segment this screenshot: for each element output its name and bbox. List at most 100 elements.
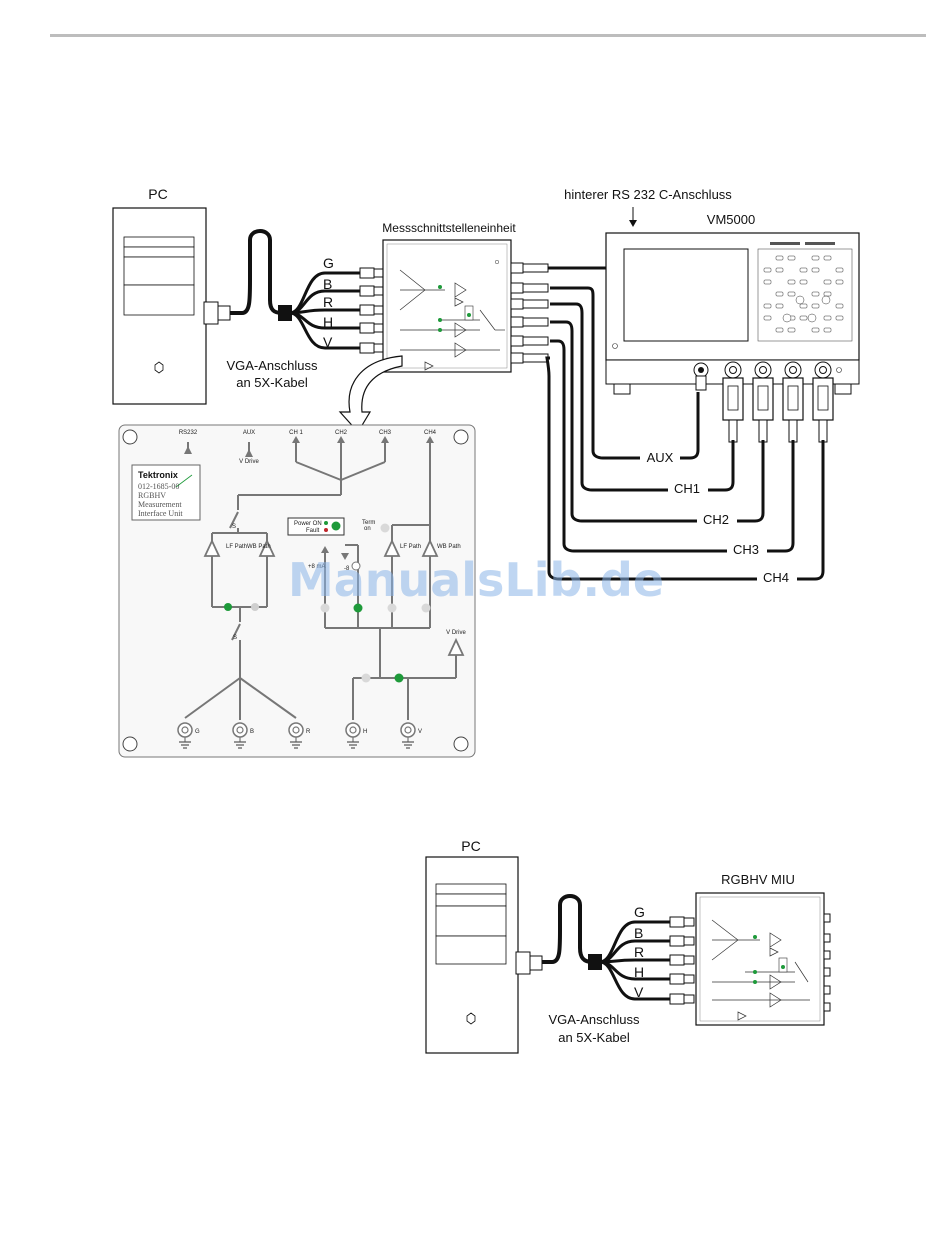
bnc-center (292, 726, 300, 734)
fan-wire (289, 311, 360, 350)
power-button-icon-bottom (466, 1012, 476, 1025)
miu-label-bottom: RGBHV MIU (721, 872, 795, 887)
plug-icon (669, 935, 685, 947)
detail-arrow-icons (184, 436, 434, 560)
vga-cable (230, 229, 283, 315)
miu-output-connectors (510, 262, 549, 364)
signal-label-g-bottom: G (634, 904, 645, 920)
cable-splitter-bottom (588, 954, 602, 970)
scope-button-icon (775, 267, 784, 273)
detail-bottom-label-b: B (250, 729, 254, 735)
channel-label-ch1: CH1 (674, 481, 700, 496)
bnc-center (404, 726, 412, 734)
signal-label-g: G (323, 255, 334, 271)
bnc-center (181, 726, 189, 734)
output-plug-body (522, 353, 549, 363)
signal-label-r-bottom: R (634, 944, 644, 960)
scope-button-icon (763, 303, 772, 309)
detail-label-ch3: CH3 (379, 430, 392, 436)
wb-path-label-2: WB Path (437, 544, 461, 550)
output-jack-icon (823, 950, 831, 960)
scope-button-icon (823, 255, 832, 261)
plug-icon (359, 304, 375, 316)
detail-bottom-label-v: V (418, 729, 422, 735)
output-plug-body (522, 263, 549, 273)
output-plug-icon (510, 298, 524, 310)
scope-button-icon (775, 327, 784, 333)
bnc-center (236, 726, 244, 734)
scope-button-icon (799, 303, 808, 309)
output-plug-body (522, 283, 549, 293)
scope-button-icon (835, 279, 844, 285)
signal-label-b: B (323, 276, 332, 292)
scope-button-icon (787, 255, 796, 261)
scope-button-icon (763, 279, 772, 285)
scope-button-icon (787, 327, 796, 333)
rgbhv-miu-bottom (695, 892, 825, 1026)
signal-label-h-bottom: H (634, 964, 644, 980)
probe-window (757, 385, 769, 411)
signal-label-h: H (323, 314, 333, 330)
detail-label-ch2: CH2 (335, 430, 348, 436)
fan-wire (599, 960, 670, 1001)
miu-label: Messschnittstelleneinheit (382, 221, 516, 235)
channel-label-ch4: CH4 (763, 570, 789, 585)
plus-8ma-label: +8 mA (308, 564, 326, 570)
scope-button-icon (799, 315, 808, 321)
plug-tip (683, 974, 695, 984)
lf-path-label-2: LF Path (400, 544, 421, 550)
vga-label-line1-bottom: VGA-Anschluss (548, 1012, 640, 1027)
wb-path-label-1: WB Path (247, 544, 271, 550)
detail-bnc-connectors (177, 722, 416, 749)
fan-wire (599, 958, 670, 964)
scope-button-icon (775, 255, 784, 261)
pc-label: PC (148, 186, 167, 202)
plug-tip (683, 994, 695, 1004)
detail-vdrive-top: V Drive (239, 459, 259, 465)
detail-label-aux: AUX (243, 430, 255, 436)
detail-bottom-label-h: H (363, 729, 367, 735)
channel-label-ch2: CH2 (703, 512, 729, 527)
detail-label-ch4: CH4 (424, 430, 437, 436)
detail-bottom-label-g: G (195, 729, 200, 735)
fault-label: Fault (306, 528, 320, 534)
plug-icon (669, 973, 685, 985)
desc-line1-label: Measurement (138, 500, 182, 509)
probe-window (817, 385, 829, 411)
probe-strain-relief (818, 419, 828, 443)
bnc-center (349, 726, 357, 734)
switch-label-2: S (233, 635, 237, 641)
detail-label-ch1: CH 1 (289, 430, 303, 436)
cable-splitter (278, 305, 292, 321)
scope-button-icon (811, 303, 820, 309)
output-plug-icon (510, 282, 524, 294)
part-number-label: 012-1685-00 (138, 482, 179, 491)
plug-tip (683, 936, 695, 946)
measurement-interface-unit-top (382, 239, 512, 373)
oscilloscope-vm5000 (605, 232, 860, 395)
output-plug-body (522, 336, 549, 346)
scope-button-icon (835, 267, 844, 273)
probe-window (727, 385, 739, 411)
plug-tip (683, 955, 695, 965)
term-label: Term (362, 520, 375, 526)
plug-tip (683, 917, 695, 927)
output-plug-icon (510, 316, 524, 328)
scope-button-icon (775, 291, 784, 297)
scope-button-icon (823, 291, 832, 297)
detail-amplifier-icons (203, 538, 465, 656)
channel-label-ch3: CH3 (733, 542, 759, 557)
vga-label-line2-bottom: an 5X-Kabel (558, 1030, 630, 1045)
rs232-label: hinterer RS 232 C-Anschluss (564, 187, 732, 202)
current-source-icon (351, 561, 361, 571)
model-label: RGBHV (138, 491, 166, 500)
channel-input-icon (724, 361, 742, 379)
five-x-cable-fan (289, 271, 360, 350)
channel-input-icon (754, 361, 772, 379)
probe-strain-relief (728, 419, 738, 443)
lf-path-label-1: LF Path (226, 544, 247, 550)
miu-input-connectors-bottom (669, 916, 707, 1005)
brand-label: Tektronix (138, 470, 178, 480)
output-jack-icon (823, 985, 831, 995)
scope-button-icon (835, 315, 844, 321)
